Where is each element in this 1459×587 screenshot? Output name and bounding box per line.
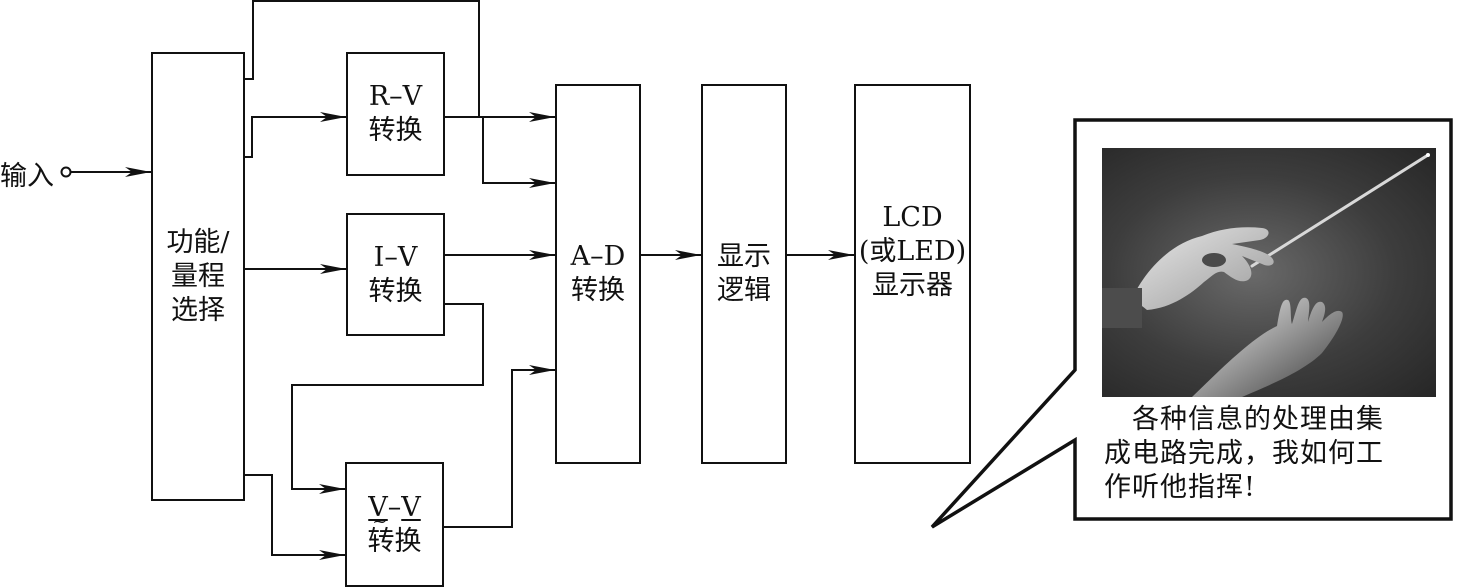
- block-label-line: R–V: [368, 81, 423, 112]
- block-display-logic: 显示 逻辑: [701, 84, 787, 464]
- block-lcd-display: LCD (或LED) 显示器: [854, 84, 971, 464]
- wire-function-to-ad-direct: [244, 0, 555, 122]
- wire-iv-to-vv: [291, 303, 484, 494]
- caption-line: 作听他指挥!: [1104, 472, 1256, 503]
- caption-line: 成电路完成，我如何工: [1104, 438, 1384, 469]
- block-ad-conversion: A–D 转换: [555, 84, 641, 464]
- block-rv-conversion: R–V 转换: [346, 52, 445, 176]
- dash: –: [387, 491, 402, 523]
- wire-function-to-vv: [244, 474, 345, 560]
- callout-caption: 各种信息的处理由集 成电路完成，我如何工 作听他指挥!: [1104, 403, 1434, 505]
- dc-voltage-symbol: V: [401, 491, 421, 523]
- ac-voltage-symbol: V: [368, 491, 388, 523]
- input-terminal: [60, 166, 72, 178]
- block-label-line: 量程: [171, 260, 225, 292]
- block-label-line: LCD: [882, 202, 943, 233]
- block-label-line: 转换: [367, 525, 422, 557]
- upper-hand-shape: [1132, 227, 1274, 310]
- caption-line: 各种信息的处理由集: [1104, 404, 1384, 435]
- wire-rv-to-ad: [444, 116, 555, 188]
- block-label-line: 转换: [368, 275, 423, 307]
- block-label-line: A–D: [570, 241, 626, 272]
- block-label-line: 功能/: [166, 226, 230, 258]
- block-function-range-select: 功能/ 量程 选择: [151, 52, 245, 501]
- block-label-line: (或LED): [858, 236, 967, 267]
- block-iv-conversion: I–V 转换: [346, 213, 445, 336]
- block-label-line: I–V: [373, 241, 418, 273]
- wire-vv-to-ad: [443, 365, 555, 528]
- block-label-line: 转换: [571, 275, 625, 306]
- conductor-hands-illustration: [1102, 153, 1430, 397]
- lower-hand-shape: [1192, 297, 1343, 397]
- wire-function-to-rv: [244, 112, 346, 158]
- ac-tilde-mark: ~: [372, 510, 388, 532]
- input-label: 输入: [0, 161, 54, 192]
- block-label-line: V–V ~: [368, 491, 421, 531]
- baton-icon: [1250, 153, 1430, 268]
- block-label-line: 转换: [368, 115, 423, 146]
- block-label-line: 逻辑: [717, 275, 771, 306]
- conductor-photo: [1102, 148, 1436, 397]
- block-label-line: 选择: [171, 294, 225, 326]
- block-label-line: 显示: [717, 241, 771, 272]
- block-vv-conversion: V–V ~ 转换: [345, 462, 444, 587]
- block-label-line: 显示器: [872, 270, 953, 301]
